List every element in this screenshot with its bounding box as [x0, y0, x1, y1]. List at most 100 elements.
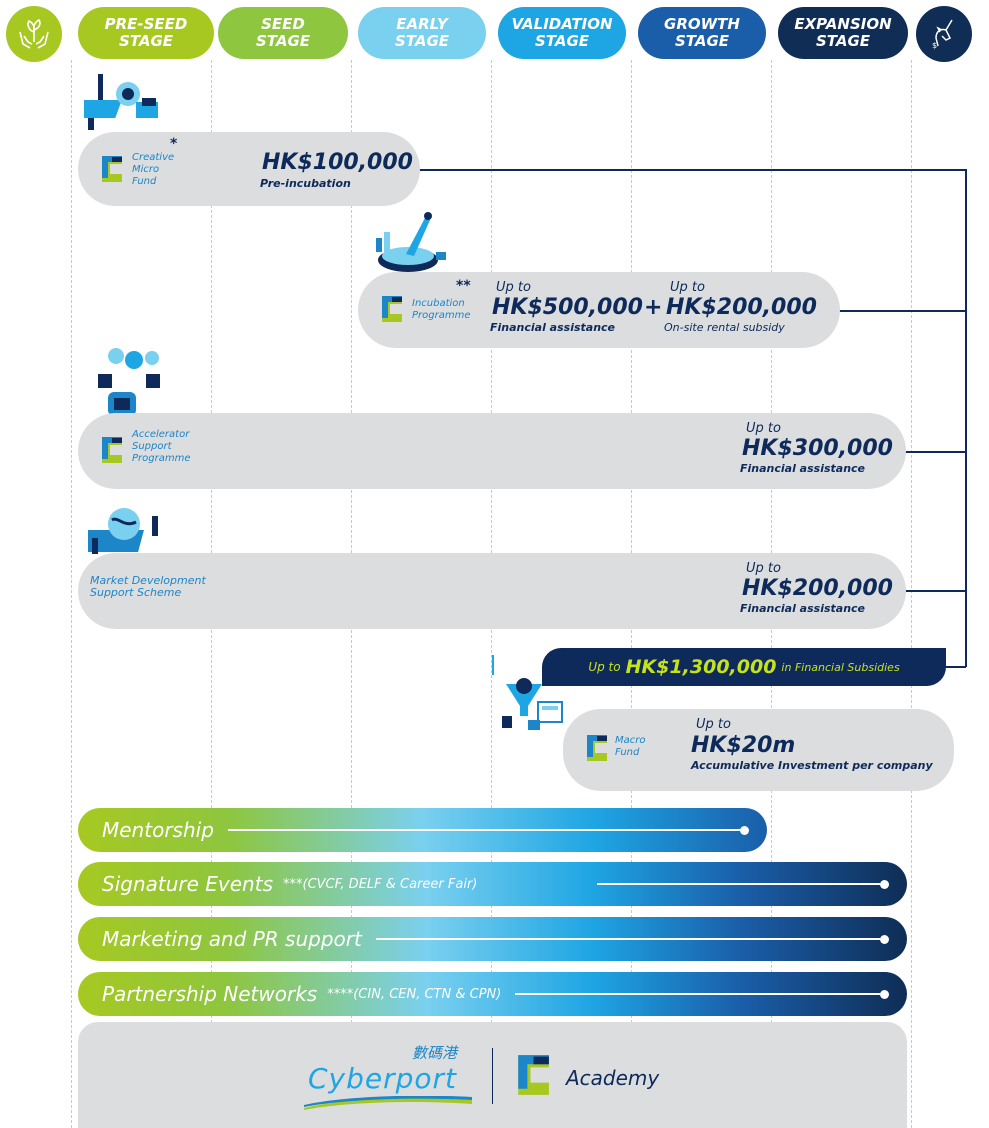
name-line: Micro — [132, 164, 160, 175]
funding-caption: Accumulative Investment per company — [691, 759, 933, 772]
funding-amount: HK$300,000 — [742, 436, 893, 461]
macro-fund-card: Macro Fund Up to HK$20m Accumulative Inv… — [563, 709, 954, 791]
name-line: Programme — [132, 453, 191, 464]
connector-line — [838, 310, 966, 312]
bar-label: Marketing and PR support — [102, 927, 362, 951]
bar-sublabel: ***(CVCF, DELF & Career Fair) — [283, 876, 478, 892]
up-to-label: Up to — [746, 421, 781, 436]
incubation-programme-card: Incubation Programme ** Up to HK$500,000… — [358, 272, 840, 348]
c-logo-icon — [382, 296, 402, 322]
stage-pill-validation: VALIDATION STAGE — [498, 7, 626, 59]
c-logo-icon — [102, 437, 122, 463]
market-development-support-scheme-card: Market Development Support Scheme Up to … — [78, 553, 906, 629]
footnote-mark: ** — [456, 278, 471, 294]
programme-name: Creative Micro Fund — [132, 152, 174, 188]
partnership-networks-bar: Partnership Networks ****(CIN, CEN, CTN … — [78, 972, 907, 1016]
accelerator-support-programme-card: Accelerator Support Programme Up to HK$3… — [78, 413, 906, 489]
bar-endpoint-dot — [880, 989, 889, 999]
c-logo-icon — [587, 735, 607, 761]
programme-name: Market Development Support Scheme — [90, 575, 206, 599]
funding-caption: Pre-incubation — [260, 177, 351, 190]
stage-name: SEED — [261, 15, 305, 33]
connector-line — [965, 169, 967, 667]
stage-guide — [911, 60, 912, 1128]
bar-sublabel: ****(CIN, CEN, CTN & CPN) — [327, 986, 502, 1002]
funding-amount: HK$20m — [691, 733, 796, 758]
stage-suffix: STAGE — [815, 32, 871, 50]
total-suffix: in Financial Subsidies — [781, 660, 900, 674]
stage-name: PRE-SEED — [104, 15, 188, 33]
stage-pill-seed: SEED STAGE — [218, 7, 348, 59]
name-line: Support Scheme — [90, 586, 182, 599]
brand-chinese: 數碼港 — [412, 1044, 458, 1062]
bar-label: Partnership Networks — [102, 982, 318, 1006]
name-line: Fund — [132, 176, 157, 187]
divider — [492, 1048, 493, 1104]
market-development-illustration-icon — [88, 508, 158, 554]
name-line: Creative — [132, 152, 175, 163]
bar-label: Mentorship — [102, 818, 214, 842]
connector-line — [905, 590, 966, 592]
creative-micro-fund-card: Creative Micro Fund * HK$100,000 Pre-inc… — [78, 132, 420, 206]
up-to-label: Up to — [696, 717, 731, 732]
accelerator-illustration-icon — [98, 348, 160, 416]
funding-caption: Financial assistance — [490, 321, 616, 334]
funding-amount: HK$200,000 — [666, 295, 817, 320]
bar-line — [375, 938, 880, 940]
plus-sign: + — [644, 295, 663, 320]
funding-amount: HK$200,000 — [742, 576, 893, 601]
programme-name: Macro Fund — [615, 735, 645, 759]
stage-suffix: STAGE — [255, 32, 311, 50]
name-line: Accelerator — [132, 429, 190, 440]
connector-line — [492, 655, 494, 675]
c-logo-icon — [102, 156, 122, 182]
cyberport-logo: 數碼港 Cyberport — [304, 1042, 474, 1112]
unicorn-icon: $ — [916, 6, 972, 62]
bar-endpoint-dot — [880, 934, 889, 944]
name-line: Incubation — [412, 298, 465, 309]
total-prefix: Up to — [588, 660, 621, 674]
incubation-illustration-icon — [376, 212, 446, 272]
bar-line — [227, 829, 740, 831]
c-academy-logo-icon — [518, 1055, 549, 1095]
stage-guide — [71, 60, 72, 1128]
cmf-illustration-icon — [84, 74, 158, 130]
stage-pill-pre-seed: PRE-SEED STAGE — [78, 7, 214, 59]
mentorship-bar: Mentorship — [78, 808, 767, 852]
macro-fund-illustration-icon — [502, 678, 563, 730]
name-line: Support — [132, 441, 172, 452]
up-to-label: Up to — [746, 561, 781, 576]
footer-panel: 數碼港 Cyberport Academy — [78, 1022, 907, 1128]
funding-caption: Financial assistance — [740, 602, 866, 615]
total-subsidies-banner: Up to HK$1,300,000 in Financial Subsidie… — [542, 648, 946, 686]
footnote-mark: * — [170, 136, 178, 152]
connector-line — [946, 666, 966, 668]
bar-line — [597, 883, 880, 885]
svg-text:$: $ — [932, 41, 937, 50]
bar-line — [515, 993, 880, 995]
swoosh-icon — [304, 1096, 472, 1110]
funding-caption: On-site rental subsidy — [664, 321, 785, 334]
name-line: Market Development — [90, 574, 206, 587]
funding-amount: HK$100,000 — [262, 150, 413, 175]
plant-hands-icon — [6, 6, 62, 62]
academy-wordmark: Academy — [566, 1066, 660, 1090]
bar-endpoint-dot — [740, 825, 749, 835]
marketing-pr-bar: Marketing and PR support — [78, 917, 907, 961]
name-line: Programme — [412, 310, 471, 321]
funding-amount: HK$500,000 — [492, 295, 643, 320]
stage-suffix: STAGE — [674, 32, 730, 50]
stage-name: EXPANSION — [794, 15, 892, 33]
stage-suffix: STAGE — [534, 32, 590, 50]
stage-name: GROWTH — [664, 15, 740, 33]
stage-pill-expansion: EXPANSION STAGE — [778, 7, 908, 59]
up-to-label: Up to — [496, 280, 531, 295]
stage-pill-early: EARLY STAGE — [358, 7, 486, 59]
stage-name: VALIDATION — [511, 15, 613, 33]
connector-line — [905, 451, 966, 453]
stage-suffix: STAGE — [118, 32, 174, 50]
programme-name: Incubation Programme — [412, 298, 470, 322]
brand-english: Cyberport — [308, 1062, 458, 1095]
funding-caption: Financial assistance — [740, 462, 866, 475]
stage-pill-growth: GROWTH STAGE — [638, 7, 766, 59]
